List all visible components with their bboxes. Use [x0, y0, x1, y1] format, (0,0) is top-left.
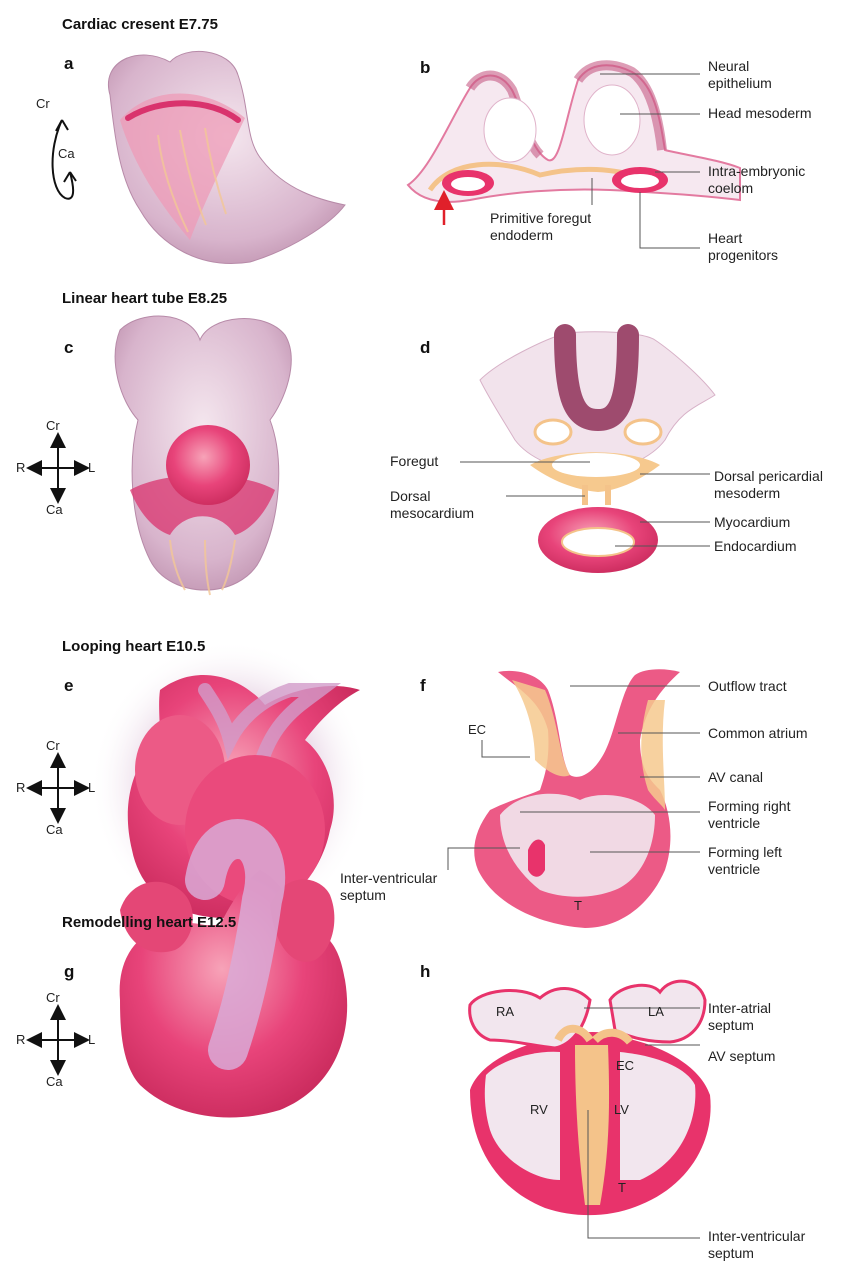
panel-e-heart: [90, 640, 370, 930]
axis-r-g: R: [16, 1032, 25, 1047]
panel-e-cross-arrows: [34, 760, 82, 816]
panel-letter-a: a: [64, 54, 73, 74]
label-h-ec: EC: [616, 1058, 634, 1073]
label-inter-atrial-line2: septum: [708, 1017, 754, 1033]
axis-l-e: L: [88, 780, 95, 795]
label-rv: RV: [530, 1102, 548, 1117]
stage-title-cardiac-crescent: Cardiac cresent E7.75: [62, 16, 218, 33]
panel-f-section: [474, 669, 680, 928]
panel-letter-e: e: [64, 676, 73, 696]
label-myocardium: Myocardium: [714, 514, 790, 531]
label-right-ventricle-line1: Forming right: [708, 798, 790, 814]
panel-b-section: [408, 65, 740, 202]
label-foregut-endoderm-line2: endoderm: [490, 227, 553, 243]
axis-r-c: R: [16, 460, 25, 475]
axis-ca-e: Ca: [46, 822, 63, 837]
label-left-ventricle-line2: ventricle: [708, 861, 760, 877]
stage-title-linear-heart-tube: Linear heart tube E8.25: [62, 290, 227, 307]
label-av-canal: AV canal: [708, 769, 763, 786]
label-inter-atrial-line1: Inter-atrial: [708, 1000, 771, 1016]
panel-c-embryo: [115, 316, 291, 595]
label-dorsal-mesocardium-line1: Dorsal: [390, 488, 430, 504]
panel-letter-f: f: [420, 676, 426, 696]
label-inter-atrial-septum: Inter-atrial septum: [708, 1000, 771, 1034]
label-f-ivs-line1: Inter-ventricular: [340, 870, 437, 886]
panel-letter-c: c: [64, 338, 73, 358]
label-heart-progenitors-line2: progenitors: [708, 247, 778, 263]
label-h-ivs-line1: Inter-ventricular: [708, 1228, 805, 1244]
label-h-t: T: [618, 1180, 626, 1195]
label-neural-epithelium-line2: epithelium: [708, 75, 772, 91]
panel-letter-h: h: [420, 962, 430, 982]
label-coelom-line2: coelom: [708, 180, 753, 196]
axis-ca-c: Ca: [46, 502, 63, 517]
axis-r-e: R: [16, 780, 25, 795]
label-right-ventricle-line2: ventricle: [708, 815, 760, 831]
panel-d-section: [480, 332, 715, 573]
panel-c-cross-arrows: [34, 440, 82, 496]
label-forming-right-ventricle: Forming right ventricle: [708, 798, 790, 832]
label-la: LA: [648, 1004, 664, 1019]
label-dorsal-pericardial-mesoderm: Dorsal pericardial mesoderm: [714, 468, 823, 502]
label-coelom-line1: Intra-embryonic: [708, 163, 805, 179]
axis-l-g: L: [88, 1032, 95, 1047]
label-primitive-foregut-endoderm: Primitive foregut endoderm: [490, 210, 591, 244]
label-heart-progenitors-line1: Heart: [708, 230, 742, 246]
axis-ca-g: Ca: [46, 1074, 63, 1089]
stage-title-remodelling-heart: Remodelling heart E12.5: [62, 914, 236, 931]
label-dorsal-pericardial-line2: mesoderm: [714, 485, 780, 501]
label-lv: LV: [614, 1102, 629, 1117]
label-heart-progenitors: Heart progenitors: [708, 230, 778, 264]
stage-title-looping-heart: Looping heart E10.5: [62, 638, 205, 655]
label-f-t: T: [574, 898, 582, 913]
label-neural-epithelium-line1: Neural: [708, 58, 749, 74]
label-f-ivs-line2: septum: [340, 887, 386, 903]
axis-l-c: L: [88, 460, 95, 475]
label-left-ventricle-line1: Forming left: [708, 844, 782, 860]
label-head-mesoderm: Head mesoderm: [708, 105, 812, 122]
panel-letter-g: g: [64, 962, 74, 982]
axis-ca-a: Ca: [58, 146, 75, 161]
label-intra-embryonic-coelom: Intra-embryonic coelom: [708, 163, 805, 197]
axis-cr-a: Cr: [36, 96, 50, 111]
label-av-septum: AV septum: [708, 1048, 775, 1065]
label-dorsal-mesocardium-line2: mesocardium: [390, 505, 474, 521]
label-ra: RA: [496, 1004, 514, 1019]
panel-letter-b: b: [420, 58, 430, 78]
label-h-ivs-line2: septum: [708, 1245, 754, 1261]
axis-cr-g: Cr: [46, 990, 60, 1005]
label-h-inter-ventricular-septum: Inter-ventricular septum: [708, 1228, 805, 1262]
label-outflow-tract: Outflow tract: [708, 678, 787, 695]
axis-cr-c: Cr: [46, 418, 60, 433]
label-foregut: Foregut: [390, 453, 438, 470]
label-endocardium: Endocardium: [714, 538, 797, 555]
label-neural-epithelium: Neural epithelium: [708, 58, 772, 92]
label-forming-left-ventricle: Forming left ventricle: [708, 844, 782, 878]
label-f-inter-ventricular-septum: Inter-ventricular septum: [340, 870, 437, 904]
label-foregut-endoderm-line1: Primitive foregut: [490, 210, 591, 226]
label-dorsal-pericardial-line1: Dorsal pericardial: [714, 468, 823, 484]
axis-cr-e: Cr: [46, 738, 60, 753]
panel-g-cross-arrows: [34, 1012, 82, 1068]
label-f-ec: EC: [468, 722, 486, 737]
label-dorsal-mesocardium: Dorsal mesocardium: [390, 488, 474, 522]
panel-a-embryo: [108, 51, 345, 263]
label-common-atrium: Common atrium: [708, 725, 808, 742]
panel-letter-d: d: [420, 338, 430, 358]
